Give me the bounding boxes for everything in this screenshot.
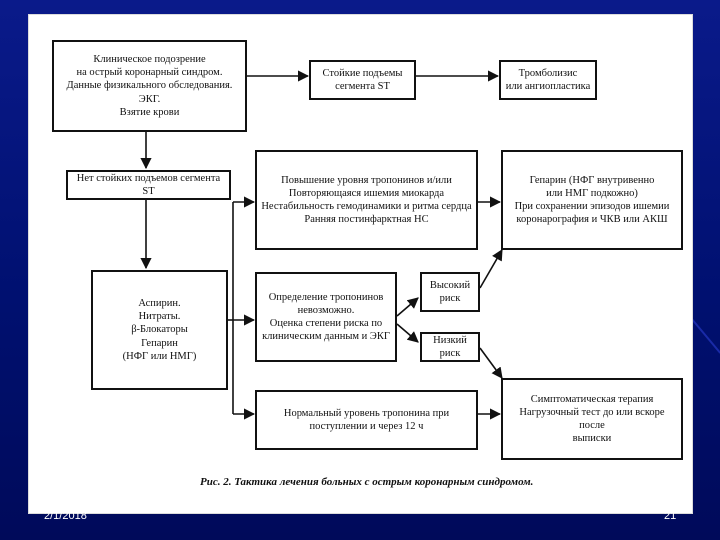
heparin-plan-box: Гепарин (НФГ внутривенно или НМГ подкожн…	[501, 150, 683, 250]
no-st-elevation-box: Нет стойких подъемов сегмента ST	[66, 170, 231, 200]
slide-date: 2/1/2018	[44, 510, 87, 522]
arrow-high-risk-to-heparin	[479, 249, 503, 289]
arrow-unknown-to-low-risk	[396, 323, 419, 343]
high-risk-box: Высокий риск	[420, 272, 480, 312]
diagram-connectors	[140, 70, 503, 420]
troponin-unknown-box: Определение тропонинов невозможно. Оценк…	[255, 272, 397, 362]
thrombolysis-box: Тромболизис или ангиопластика	[499, 60, 597, 100]
arrow-unknown-to-high-risk	[396, 297, 419, 317]
low-risk-box: Низкий риск	[420, 332, 480, 362]
normal-troponin-box: Нормальный уровень тропонина при поступл…	[255, 390, 478, 450]
clinical-suspicion-box: Клиническое подозрение на острый коронар…	[52, 40, 247, 132]
st-elevation-box: Стойкие подъемы сегмента ST	[309, 60, 416, 100]
slide-number: 21	[664, 510, 677, 522]
diagram-panel: Клиническое подозрение на острый коронар…	[28, 14, 693, 514]
figure-caption: Рис. 2. Тактика лечения больных с острым…	[200, 476, 534, 488]
aspirin-therapy-box: Аспирин. Нитраты. β-Блокаторы Гепарин (Н…	[91, 270, 228, 390]
high-risk-criteria-box: Повышение уровня тропонинов и/или Повтор…	[255, 150, 478, 250]
arrow-low-risk-to-symptomatic	[479, 347, 503, 379]
symptomatic-therapy-box: Симптоматическая терапия Нагрузочный тес…	[501, 378, 683, 460]
